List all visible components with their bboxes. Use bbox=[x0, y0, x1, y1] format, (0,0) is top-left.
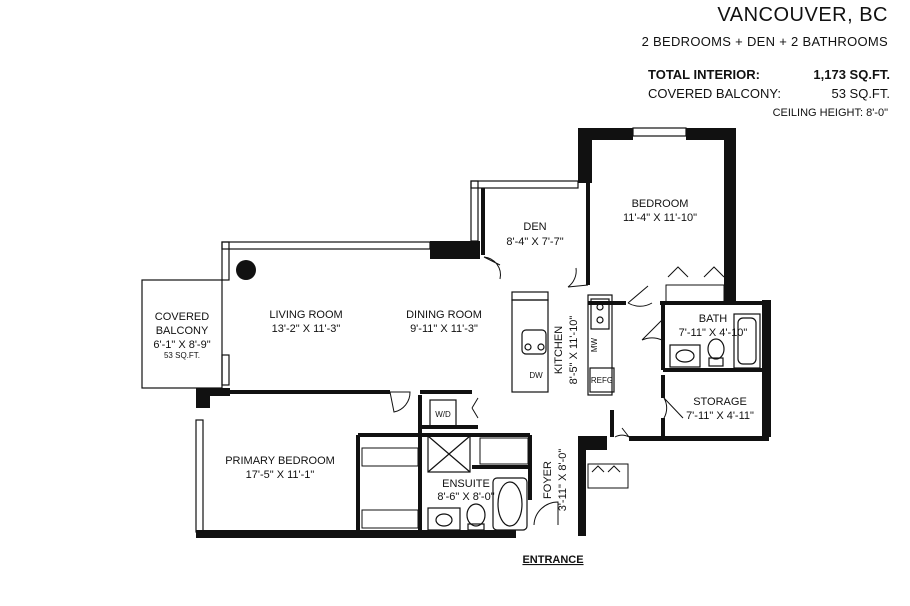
bedroom-dims: 11'-4" X 11'-10" bbox=[623, 212, 697, 224]
entrance-label: ENTRANCE bbox=[522, 554, 583, 566]
balcony-name-line2: BALCONY bbox=[156, 325, 209, 337]
total-interior-label: TOTAL INTERIOR: bbox=[648, 67, 760, 82]
door-swings bbox=[389, 256, 684, 526]
den-dims: 8'-4" X 7'-7" bbox=[506, 236, 563, 248]
dining-room-name: DINING ROOM bbox=[406, 309, 482, 321]
washer-dryer-label: W/D bbox=[435, 410, 451, 419]
balcony-dims: 6'-1" X 8'-9" bbox=[153, 339, 210, 351]
ensuite-name: ENSUITE bbox=[442, 478, 490, 490]
foyer-dims: 3'-11" X 8'-0" bbox=[557, 449, 569, 512]
microwave-label: MW bbox=[590, 337, 599, 352]
exterior-walls bbox=[196, 128, 771, 538]
balcony-area-value: 53 SQ.FT. bbox=[831, 86, 890, 101]
balcony-name-line1: COVERED bbox=[155, 311, 209, 323]
room-labels: COVERED BALCONY 6'-1" X 8'-9" 53 SQ.FT. … bbox=[153, 198, 754, 511]
balcony-area: 53 SQ.FT. bbox=[164, 351, 200, 360]
balcony-outline bbox=[141, 279, 223, 389]
bedroom-name: BEDROOM bbox=[632, 198, 689, 210]
storage-name: STORAGE bbox=[693, 396, 747, 408]
dishwasher-label: DW bbox=[529, 371, 543, 380]
kitchen-name: KITCHEN bbox=[553, 326, 565, 374]
primary-bedroom-dims: 17'-5" X 11'-1" bbox=[246, 469, 315, 481]
kitchen-dims: 8'-5" X 11'-10" bbox=[568, 316, 580, 385]
unit-summary: 2 BEDROOMS + DEN + 2 BATHROOMS bbox=[641, 34, 888, 49]
storage-dims: 7'-11" X 4'-11" bbox=[686, 410, 754, 422]
location-title: VANCOUVER, BC bbox=[717, 4, 888, 26]
total-interior-value: 1,173 SQ.FT. bbox=[813, 67, 890, 82]
fridge-label: REFG bbox=[591, 376, 613, 385]
living-room-name: LIVING ROOM bbox=[269, 309, 342, 321]
area-stats: TOTAL INTERIOR: 1,173 SQ.FT. COVERED BAL… bbox=[648, 67, 890, 105]
bath-fixtures bbox=[427, 313, 761, 531]
closet-doors bbox=[361, 266, 725, 529]
living-room-dims: 13'-2" X 11'-3" bbox=[272, 323, 341, 335]
balcony-area-label: COVERED BALCONY: bbox=[648, 86, 781, 101]
bath-dims: 7'-11" X 4'-10" bbox=[679, 327, 748, 339]
primary-bedroom-name: PRIMARY BEDROOM bbox=[225, 455, 335, 467]
foyer-name: FOYER bbox=[542, 461, 554, 499]
column-marker bbox=[236, 260, 256, 280]
dining-room-dims: 9'-11" X 11'-3" bbox=[410, 323, 478, 335]
windows bbox=[195, 127, 687, 533]
den-name: DEN bbox=[523, 221, 546, 233]
kitchen-fixtures bbox=[511, 291, 615, 396]
ceiling-height: CEILING HEIGHT: 8'-0" bbox=[772, 107, 888, 119]
ensuite-dims: 8'-6" X 8'-0" bbox=[437, 491, 494, 503]
bath-name: BATH bbox=[699, 313, 728, 325]
